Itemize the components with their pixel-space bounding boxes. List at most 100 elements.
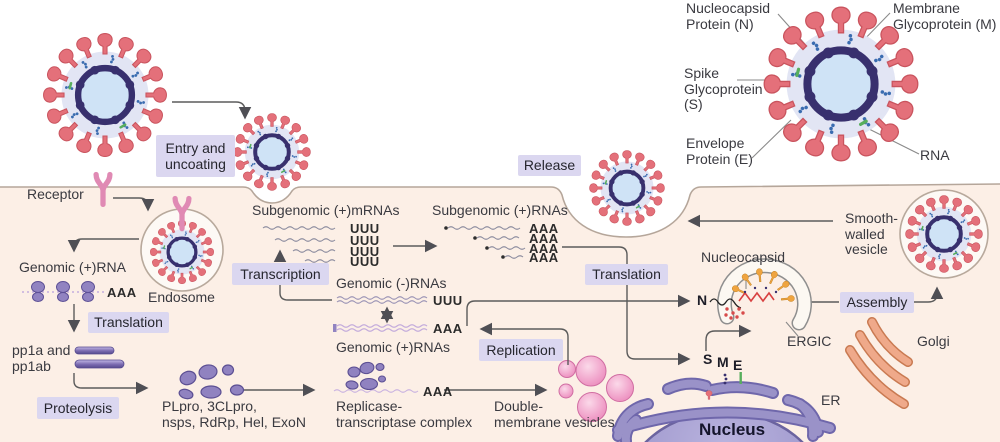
label-subgenomic-mrnas: Subgenomic (+)mRNAs: [252, 202, 400, 218]
label-e-protein: E: [733, 357, 743, 373]
arrow-receptor-to-endosome: [113, 197, 155, 212]
genomic-plus-rna-waves: [333, 324, 428, 332]
membrane-protein-icon: [723, 373, 728, 385]
label-line: nsps, RdRp, Hel, ExoN: [162, 413, 306, 430]
label-nucleus: Nucleus: [699, 420, 766, 439]
label-s-protein: S: [703, 351, 713, 367]
label-line: Nucleocapsid: [686, 0, 771, 16]
label-endosome: Endosome: [148, 289, 215, 305]
er-organelle: [612, 377, 836, 442]
label-envelope-protein: Envelope Protein (E): [686, 135, 762, 167]
label-membrane-glycoprotein: Membrane Glycoprotein (M): [893, 0, 1000, 32]
poly-u-tag: UUU: [350, 233, 380, 248]
step-line: uncoating: [165, 156, 226, 172]
label-line: pp1ab: [12, 357, 51, 374]
label-replicase-complex: Replicase- transcriptase complex: [336, 398, 496, 430]
arrow-endosome-to-genome: [67, 238, 139, 253]
label-nucleocapsid: Nucleocapsid: [701, 249, 786, 265]
label-line: PLpro, 3CLpro,: [162, 398, 257, 414]
arrow-replication: [479, 322, 569, 365]
entering-virion: [234, 114, 311, 191]
step-replication: Replication: [479, 339, 563, 361]
label-ergic: ERGIC: [787, 333, 832, 349]
label-m-protein: M: [717, 354, 729, 370]
poly-a-tag: AAA: [529, 250, 559, 265]
arrow-to-proteolysis: [73, 373, 149, 395]
subgenomic-mrna-waves: [262, 226, 336, 263]
label-line: Spike: [684, 65, 720, 81]
step-line: Entry and: [165, 139, 226, 156]
replicase-complex-blobs: [345, 361, 387, 391]
poly-a-tag: AAA: [423, 384, 453, 399]
step-proteolysis: Proteolysis: [37, 397, 119, 419]
label-receptor: Receptor: [27, 186, 84, 202]
step-entry-uncoating: Entry and uncoating: [156, 135, 235, 177]
envelope-protein-icon: [739, 372, 742, 384]
step-transcription: Transcription: [232, 263, 329, 285]
endosome-icon: [140, 199, 224, 292]
subgenomic-rna-waves: [444, 226, 526, 259]
label-line: Envelope: [686, 135, 745, 151]
label-line: walled: [845, 225, 885, 242]
label-line: transcriptase complex: [336, 413, 473, 430]
genomic-rna-beads: [22, 281, 104, 302]
free-virion: [44, 34, 167, 157]
golgi-organelle: [845, 317, 913, 409]
poly-a-tag: AAA: [529, 241, 559, 256]
label-line: vesicle: [845, 241, 888, 258]
label-line: Protein (N): [686, 15, 754, 32]
label-line: Protein (E): [686, 150, 753, 167]
label-line: Glycoprotein (M): [893, 15, 997, 32]
poly-a-tag: AAA: [529, 231, 559, 246]
cell-membrane: [0, 183, 1000, 442]
step-translation-genome: Translation: [88, 312, 169, 333]
label-line: Smooth-: [845, 210, 898, 226]
label-line: membrane vesicles: [494, 413, 615, 430]
label-n-protein: N: [697, 292, 708, 308]
label-line: Double-: [494, 398, 544, 414]
label-line: Membrane: [893, 0, 960, 16]
label-smooth-walled-vesicle: Smooth- walled vesicle: [845, 210, 907, 258]
n-protein-icon: [709, 298, 745, 320]
polyprotein-bars: [74, 346, 125, 369]
label-genomic-plus-rna: Genomic (+)RNA: [19, 259, 126, 275]
released-virion: [590, 151, 665, 226]
double-membrane-vesicles-icon: [558, 355, 634, 422]
rna-molecules: [262, 226, 526, 393]
label-double-membrane-vesicles: Double- membrane vesicles: [494, 398, 629, 430]
poly-a-tag: AAA: [529, 221, 559, 236]
label-genomic-minus-rnas: Genomic (-)RNAs: [336, 275, 447, 291]
label-polyproteins: pp1a and pp1ab: [12, 342, 82, 374]
label-proteases: PLpro, 3CLpro, nsps, RdRp, Hel, ExoN: [162, 398, 322, 430]
arrow-sme-to-ergic: [705, 324, 752, 351]
label-subgenomic-rnas: Subgenomic (+)RNAs: [432, 202, 568, 218]
poly-u-tag: UUU: [433, 293, 463, 308]
label-nucleocapsid-protein: Nucleocapsid Protein (N): [686, 0, 782, 32]
arrow-sgrna-to-sme: [562, 246, 691, 366]
poly-u-tag: UUU: [350, 221, 380, 236]
replicase-rna-wave: [333, 389, 419, 393]
protease-blobs: [178, 364, 245, 400]
label-line: Replicase-: [336, 398, 403, 414]
label-line: (S): [684, 96, 703, 113]
arrow-virion-to-entry: [172, 101, 252, 120]
label-spike-glycoprotein: Spike Glycoprotein (S): [684, 65, 770, 113]
flow-arrows: [67, 101, 944, 397]
step-release: Release: [518, 155, 581, 176]
genomic-minus-rna-waves: [336, 296, 428, 304]
ergic-icon: [717, 258, 812, 331]
sme-protein-icons: [705, 372, 742, 400]
poly-u-tag: UUU: [350, 244, 380, 259]
label-rna: RNA: [920, 147, 950, 163]
step-assembly: Assembly: [840, 292, 914, 313]
label-genomic-plus-rnas: Genomic (+)RNAs: [336, 339, 450, 355]
poly-u-tag: UUU: [350, 254, 380, 269]
arrow-assembly-to-vesicle: [913, 286, 944, 303]
label-line: Glycoprotein: [684, 80, 763, 97]
poly-a-tag: AAA: [433, 321, 463, 336]
arrow-genome-to-n: [466, 294, 691, 326]
label-line: pp1a and: [12, 342, 71, 358]
label-er: ER: [821, 392, 841, 408]
